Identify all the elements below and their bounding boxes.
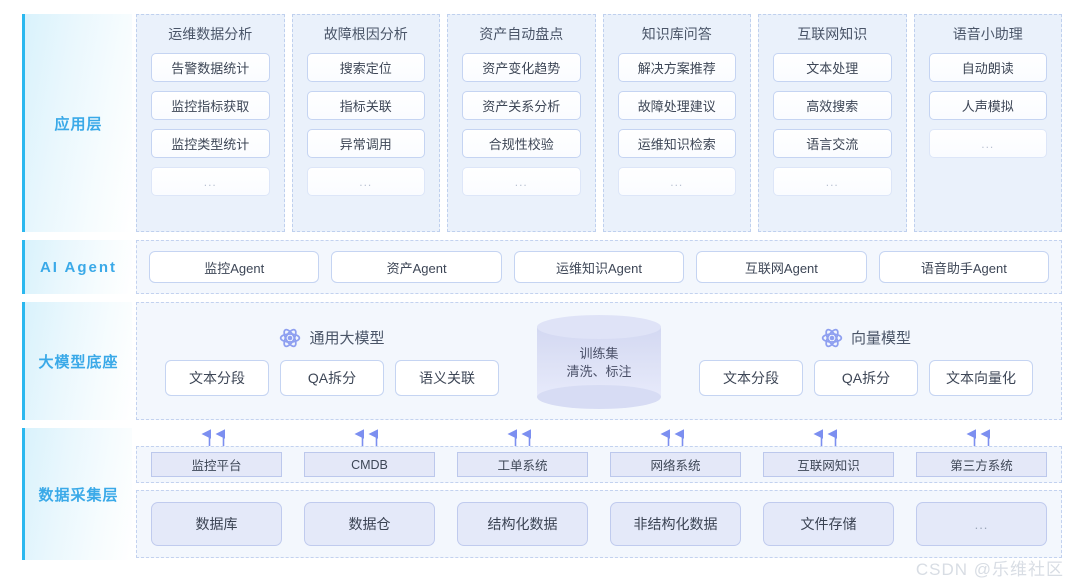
layer-label-text: 数据采集层	[38, 486, 119, 504]
application-item-more[interactable]: ...	[928, 129, 1047, 158]
application-item-more[interactable]: ...	[773, 167, 892, 196]
data-body: 监控平台 CMDB 工单系统网络系统互联网知识第三方系统 数据库数据仓结构化数据非结…	[136, 428, 1062, 560]
application-item[interactable]: 故障处理建议	[617, 91, 736, 120]
data-store-chip[interactable]: 文件存储	[763, 502, 894, 546]
data-store-more[interactable]: ...	[916, 502, 1047, 546]
agent-chip[interactable]: 语音助手Agent	[878, 251, 1050, 283]
training-set-label: 训练集 清洗、标注	[537, 345, 661, 381]
data-store-chip[interactable]: 数据库	[151, 502, 282, 546]
data-source-chip[interactable]: 工单系统	[457, 452, 588, 477]
data-source-strip: 监控平台 CMDB 工单系统网络系统互联网知识第三方系统	[136, 446, 1062, 483]
data-source-chip[interactable]: 第三方系统	[916, 452, 1047, 477]
application-item[interactable]: 自动朗读	[928, 53, 1047, 82]
application-item[interactable]: 解决方案推荐	[617, 53, 736, 82]
general-model-header: 通用大模型	[279, 327, 385, 349]
data-source-chip[interactable]: 互联网知识	[763, 452, 894, 477]
application-item[interactable]: 告警数据统计	[151, 53, 270, 82]
data-store-chip[interactable]: 结构化数据	[457, 502, 588, 546]
model-chip[interactable]: QA拆分	[280, 359, 384, 396]
application-item-more[interactable]: ...	[617, 167, 736, 196]
watermark: CSDN @乐维社区	[915, 560, 1064, 579]
general-model-chips: 文本分段 QA拆分语义关联	[165, 359, 499, 396]
application-column-title: 知识库问答	[641, 26, 712, 42]
application-item[interactable]: 资产关系分析	[462, 91, 581, 120]
model-chip[interactable]: QA拆分	[814, 359, 918, 396]
training-set-cylinder: 训练集 清洗、标注	[537, 315, 661, 409]
layer-label-data-collection: 数据采集层	[22, 428, 132, 560]
agent-chip[interactable]: 资产Agent	[331, 251, 502, 283]
general-model-title: 通用大模型	[309, 330, 385, 347]
data-store-chip[interactable]: 数据仓	[304, 502, 435, 546]
vector-model-group: 向量模型 文本分段 QA拆分文本向量化	[681, 303, 1051, 419]
layer-label-text: AI Agent	[39, 258, 118, 276]
cylinder-top	[537, 315, 661, 339]
layer-label-model-base: 大模型底座	[22, 302, 132, 420]
training-set-line2: 清洗、标注	[566, 364, 632, 379]
model-chip[interactable]: 文本分段	[165, 359, 269, 396]
application-column-title: 运维数据分析	[168, 26, 253, 42]
vector-model-header: 向量模型	[821, 327, 911, 349]
model-chip[interactable]: 文本分段	[699, 359, 803, 396]
application-item[interactable]: 异常调用	[306, 129, 425, 158]
layer-label-ai-agent: AI Agent	[22, 240, 132, 294]
layer-application: 应用层 运维数据分析告警数据统计监控指标获取监控类型统计...故障根因分析搜索定…	[22, 14, 1062, 232]
atom-icon	[821, 327, 843, 349]
layer-ai-agent: AI Agent 监控Agent 资产Agent 运维知识Agent 互联网Agent…	[22, 240, 1062, 294]
application-columns: 运维数据分析告警数据统计监控指标获取监控类型统计...故障根因分析搜索定位指标关…	[136, 14, 1062, 232]
application-item[interactable]: 人声模拟	[928, 91, 1047, 120]
data-source-chip[interactable]: 监控平台	[151, 452, 282, 477]
layer-body-application: 运维数据分析告警数据统计监控指标获取监控类型统计...故障根因分析搜索定位指标关…	[132, 14, 1062, 232]
application-item[interactable]: 高效搜索	[773, 91, 892, 120]
data-source-chip[interactable]: 网络系统	[610, 452, 741, 477]
application-column: 运维数据分析告警数据统计监控指标获取监控类型统计...	[136, 14, 285, 232]
application-column: 互联网知识文本处理高效搜索语言交流...	[758, 14, 907, 232]
application-column-title: 资产自动盘点	[479, 26, 564, 42]
layer-data-collection: 数据采集层 监控平台 CMDB 工单系统网络系统互联网知识第三方系统 数据库数据仓结…	[22, 428, 1062, 560]
application-column: 知识库问答解决方案推荐故障处理建议运维知识检索...	[602, 14, 751, 232]
training-set-line1: 训练集	[579, 346, 619, 361]
application-item[interactable]: 资产变化趋势	[462, 53, 581, 82]
application-item[interactable]: 合规性校验	[462, 129, 581, 158]
model-chip[interactable]: 语义关联	[395, 359, 499, 396]
data-source-chip[interactable]: CMDB	[304, 452, 435, 477]
layer-model-base: 大模型底座 通用大模型	[22, 302, 1062, 420]
cylinder-bottom	[537, 385, 661, 409]
application-column: 资产自动盘点资产变化趋势资产关系分析合规性校验...	[447, 14, 596, 232]
layer-label-application: 应用层	[22, 14, 132, 232]
model-chip[interactable]: 文本向量化	[929, 359, 1033, 396]
application-column-title: 语音小助理	[952, 26, 1023, 42]
general-model-group: 通用大模型 文本分段 QA拆分语义关联	[147, 303, 517, 419]
layer-body-data-collection: 监控平台 CMDB 工单系统网络系统互联网知识第三方系统 数据库数据仓结构化数据非结…	[132, 428, 1062, 560]
application-item[interactable]: 搜索定位	[306, 53, 425, 82]
agent-strip: 监控Agent 资产Agent 运维知识Agent 互联网Agent 语音助手Agent	[136, 240, 1062, 294]
data-store-strip: 数据库数据仓结构化数据非结构化数据文件存储...	[136, 490, 1062, 558]
application-item[interactable]: 语言交流	[773, 129, 892, 158]
agent-chip[interactable]: 互联网Agent	[696, 251, 867, 283]
atom-icon	[279, 327, 301, 349]
vector-model-title: 向量模型	[850, 330, 911, 347]
application-column-title: 互联网知识	[797, 26, 868, 42]
application-column: 故障根因分析搜索定位指标关联异常调用...	[291, 14, 440, 232]
layer-label-text: 大模型底座	[38, 353, 119, 371]
agent-chip[interactable]: 运维知识Agent	[513, 251, 685, 283]
data-store-chip[interactable]: 非结构化数据	[610, 502, 741, 546]
application-item[interactable]: 运维知识检索	[617, 129, 736, 158]
layer-body-ai-agent: 监控Agent 资产Agent 运维知识Agent 互联网Agent 语音助手Agent	[132, 240, 1062, 294]
application-item[interactable]: 文本处理	[773, 53, 892, 82]
vector-model-chips: 文本分段 QA拆分文本向量化	[699, 359, 1033, 396]
layer-label-text: 应用层	[54, 115, 103, 133]
application-column-title: 故障根因分析	[323, 26, 408, 42]
application-item[interactable]: 监控指标获取	[151, 91, 270, 120]
application-item-more[interactable]: ...	[151, 167, 270, 196]
application-item[interactable]: 指标关联	[306, 91, 425, 120]
application-item-more[interactable]: ...	[306, 167, 425, 196]
application-item[interactable]: 监控类型统计	[151, 129, 270, 158]
agent-chip[interactable]: 监控Agent	[149, 251, 320, 283]
application-item-more[interactable]: ...	[462, 167, 581, 196]
application-column: 语音小助理自动朗读人声模拟...	[913, 14, 1062, 232]
